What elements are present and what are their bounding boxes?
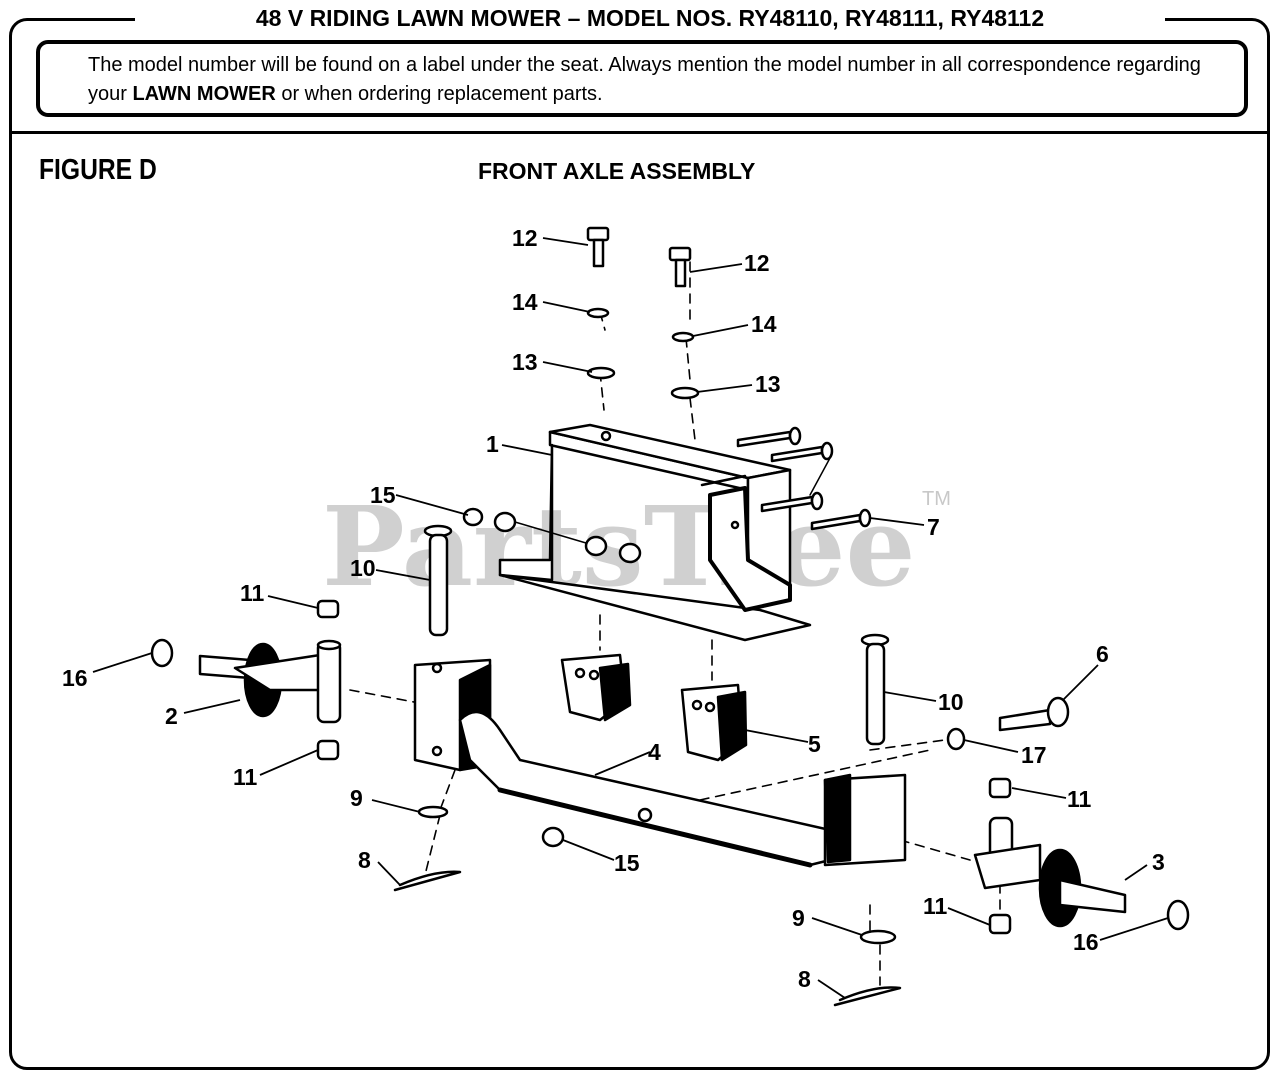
front-axle-4 <box>413 658 907 868</box>
callout-9-left: 9 <box>350 785 363 811</box>
callout-5: 5 <box>808 731 821 757</box>
callout-16-right: 16 <box>1073 929 1099 955</box>
flat-washer-13-right <box>670 386 700 400</box>
callout-14-left: 14 <box>512 289 538 315</box>
callout-13-left: 13 <box>512 349 538 375</box>
notice-text-start: The model number will be found on a labe… <box>88 54 1201 105</box>
callout-8-left: 8 <box>358 847 371 873</box>
bushing-11-upper-right <box>988 777 1012 799</box>
washer-16-left <box>150 638 174 668</box>
shoulder-bolt-6 <box>998 696 1070 732</box>
page-title: 48 V RIDING LAWN MOWER – MODEL NOS. RY48… <box>135 3 1165 33</box>
clevis-pin-10-right <box>860 633 890 746</box>
callout-1: 1 <box>486 431 499 457</box>
model-number-notice: The model number will be found on a labe… <box>36 40 1248 117</box>
figure-title: FRONT AXLE ASSEMBLY <box>478 158 756 184</box>
carriage-bolts-7 <box>736 426 872 531</box>
axle-mount-bracket-1 <box>498 423 812 642</box>
callout-9-right: 9 <box>792 905 805 931</box>
notice-text-end: or when ordering replacement parts. <box>275 83 603 105</box>
bushing-11-lower-right <box>988 913 1012 935</box>
callout-2: 2 <box>165 703 178 729</box>
callout-6: 6 <box>1096 641 1109 667</box>
hex-bolt-12-right <box>668 246 692 288</box>
hex-nuts-15 <box>462 507 642 564</box>
callout-12-left: 12 <box>512 225 538 251</box>
callout-11-lower-left: 11 <box>233 764 258 790</box>
callout-15-upper: 15 <box>370 482 396 508</box>
lock-washer-14-right <box>671 331 695 343</box>
callout-11-upper-left: 11 <box>240 580 265 606</box>
hex-bolt-12-left <box>586 226 610 268</box>
callout-17: 17 <box>1021 742 1047 768</box>
watermark-trademark: TM <box>922 488 951 510</box>
callout-8-right: 8 <box>798 966 811 992</box>
spindle-2-left <box>198 639 342 724</box>
washer-16-right <box>1166 899 1190 931</box>
notice-text: The model number will be found on a labe… <box>88 51 1228 109</box>
leader-lines <box>92 237 1169 999</box>
spindle-3-right <box>973 816 1127 928</box>
washer-9-right <box>859 929 897 945</box>
pivot-block-5-left <box>560 653 632 722</box>
washer-9-left <box>417 805 449 819</box>
callouts: 12 12 14 14 13 13 1 15 7 10 11 16 2 11 6… <box>62 225 1165 992</box>
bushing-11-upper-left <box>316 599 340 619</box>
header-divider <box>9 131 1270 134</box>
callout-10-left: 10 <box>350 555 376 581</box>
pivot-block-5-right <box>680 683 748 762</box>
notice-text-emphasis: LAWN MOWER <box>132 83 276 105</box>
callout-11-lower-right: 11 <box>923 893 948 919</box>
callout-3: 3 <box>1152 849 1165 875</box>
callout-13-right: 13 <box>755 371 781 397</box>
callout-14-right: 14 <box>751 311 777 337</box>
hex-nut-15-lower <box>541 826 565 848</box>
bushing-11-lower-left <box>316 739 340 761</box>
lock-washer-14-left <box>586 307 610 319</box>
callout-7: 7 <box>927 514 940 540</box>
cotter-pin-8-right <box>833 986 902 1007</box>
cotter-pin-8-left <box>393 870 462 892</box>
washer-17 <box>946 727 966 751</box>
clevis-pin-10-left <box>423 524 453 637</box>
callout-10-right: 10 <box>938 689 964 715</box>
figure-label: FIGURE D <box>39 154 157 186</box>
callout-16-left: 16 <box>62 665 88 691</box>
callout-15-lower: 15 <box>614 850 640 876</box>
flat-washer-13-left <box>586 366 616 380</box>
callout-12-right: 12 <box>744 250 770 276</box>
callout-11-upper-right: 11 <box>1067 786 1092 812</box>
callout-4: 4 <box>648 739 661 765</box>
